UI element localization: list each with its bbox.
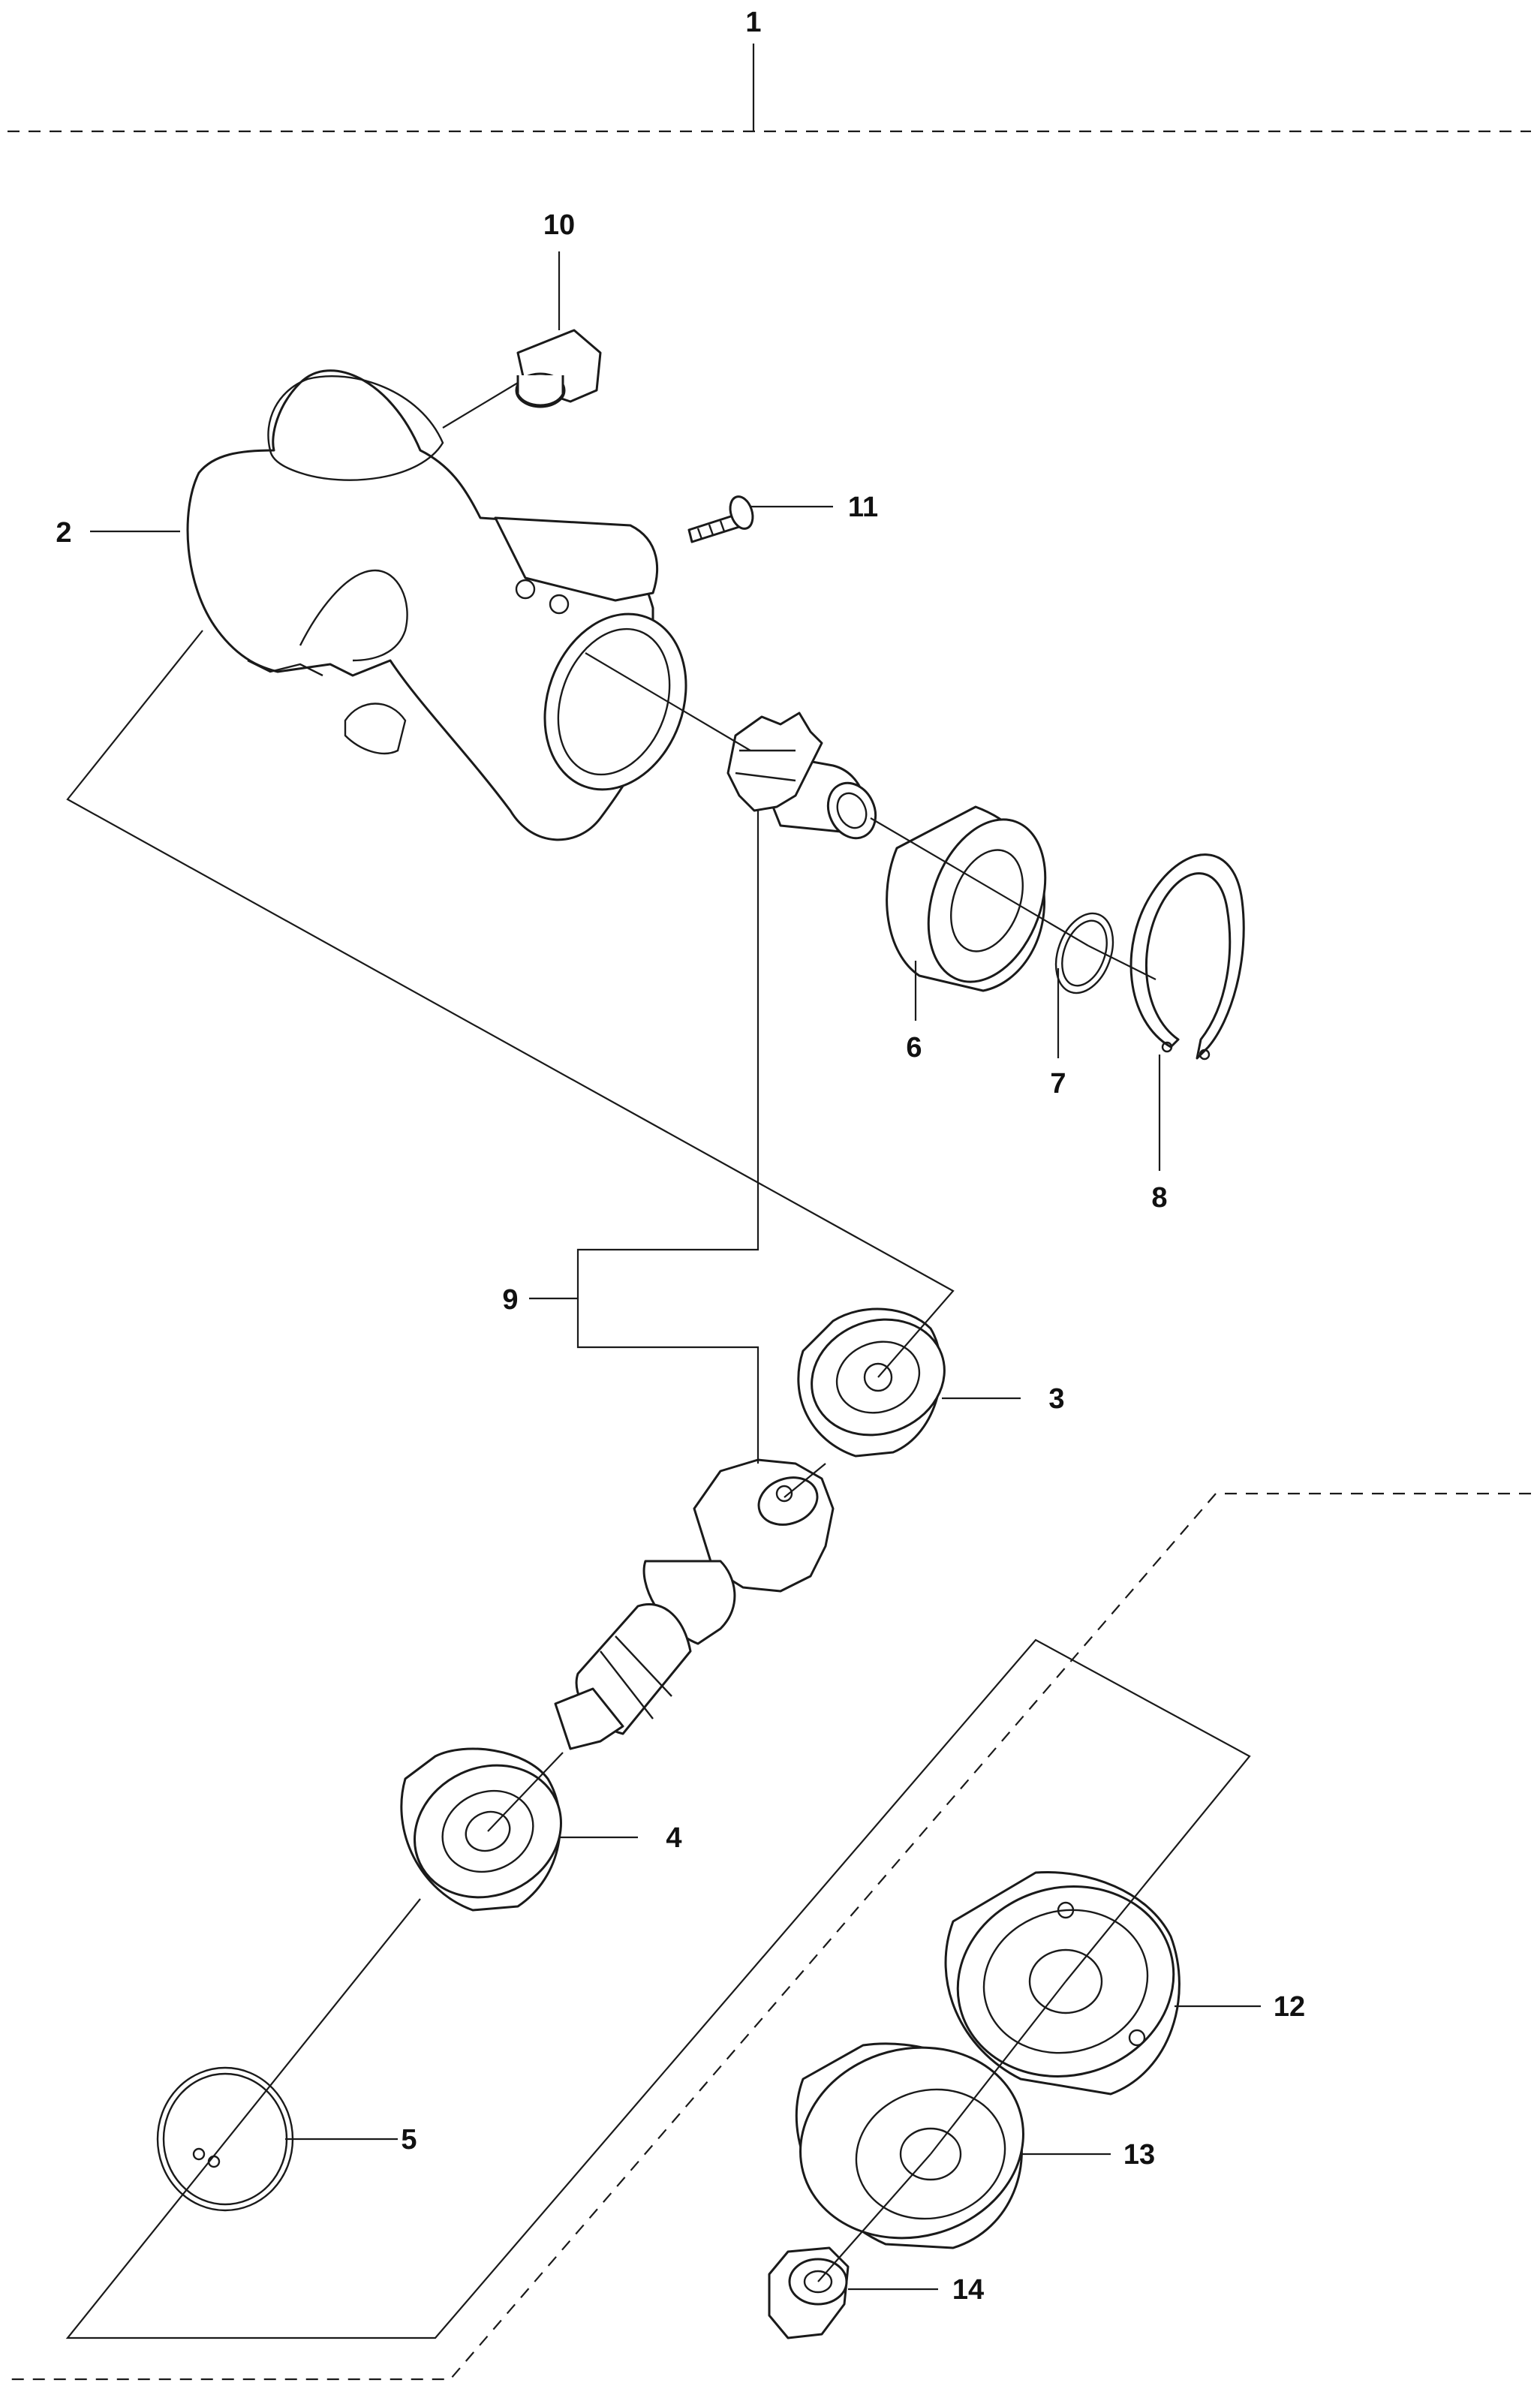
ball-bearing-upper[interactable] — [886, 803, 1066, 998]
callout-12: 12 — [1274, 1991, 1305, 2023]
callout-3: 3 — [1048, 1383, 1064, 1415]
bevel-gear-shaft[interactable] — [554, 1458, 835, 1750]
callout-7: 7 — [1050, 1068, 1066, 1100]
callout-14: 14 — [952, 2274, 984, 2306]
callout-8: 8 — [1151, 1182, 1167, 1214]
gear-housing[interactable] — [186, 369, 710, 841]
callout-2: 2 — [56, 517, 71, 549]
plug[interactable] — [515, 329, 602, 408]
circlip-large[interactable] — [1129, 853, 1245, 1061]
ball-bearing-3[interactable] — [796, 1301, 961, 1458]
callout-5: 5 — [401, 2124, 417, 2156]
screw[interactable] — [687, 494, 756, 543]
leader-lines — [65, 44, 1261, 2339]
circlip-lower[interactable] — [156, 2066, 294, 2212]
callout-4: 4 — [666, 1822, 681, 1854]
callout-10: 10 — [543, 209, 575, 241]
callout-13: 13 — [1123, 2139, 1155, 2171]
callout-6: 6 — [906, 1032, 922, 1064]
thrust-washer[interactable] — [779, 2023, 1045, 2262]
callout-11: 11 — [848, 492, 878, 523]
callout-9: 9 — [502, 1284, 518, 1316]
callout-1: 1 — [745, 7, 761, 38]
assembly-boundaries — [8, 130, 1531, 2381]
bevel-pinion[interactable] — [726, 712, 884, 846]
circlip-small[interactable] — [1045, 905, 1123, 1000]
callout-labels: 1 2 3 4 5 6 7 8 9 10 11 12 13 14 — [56, 7, 1305, 2306]
